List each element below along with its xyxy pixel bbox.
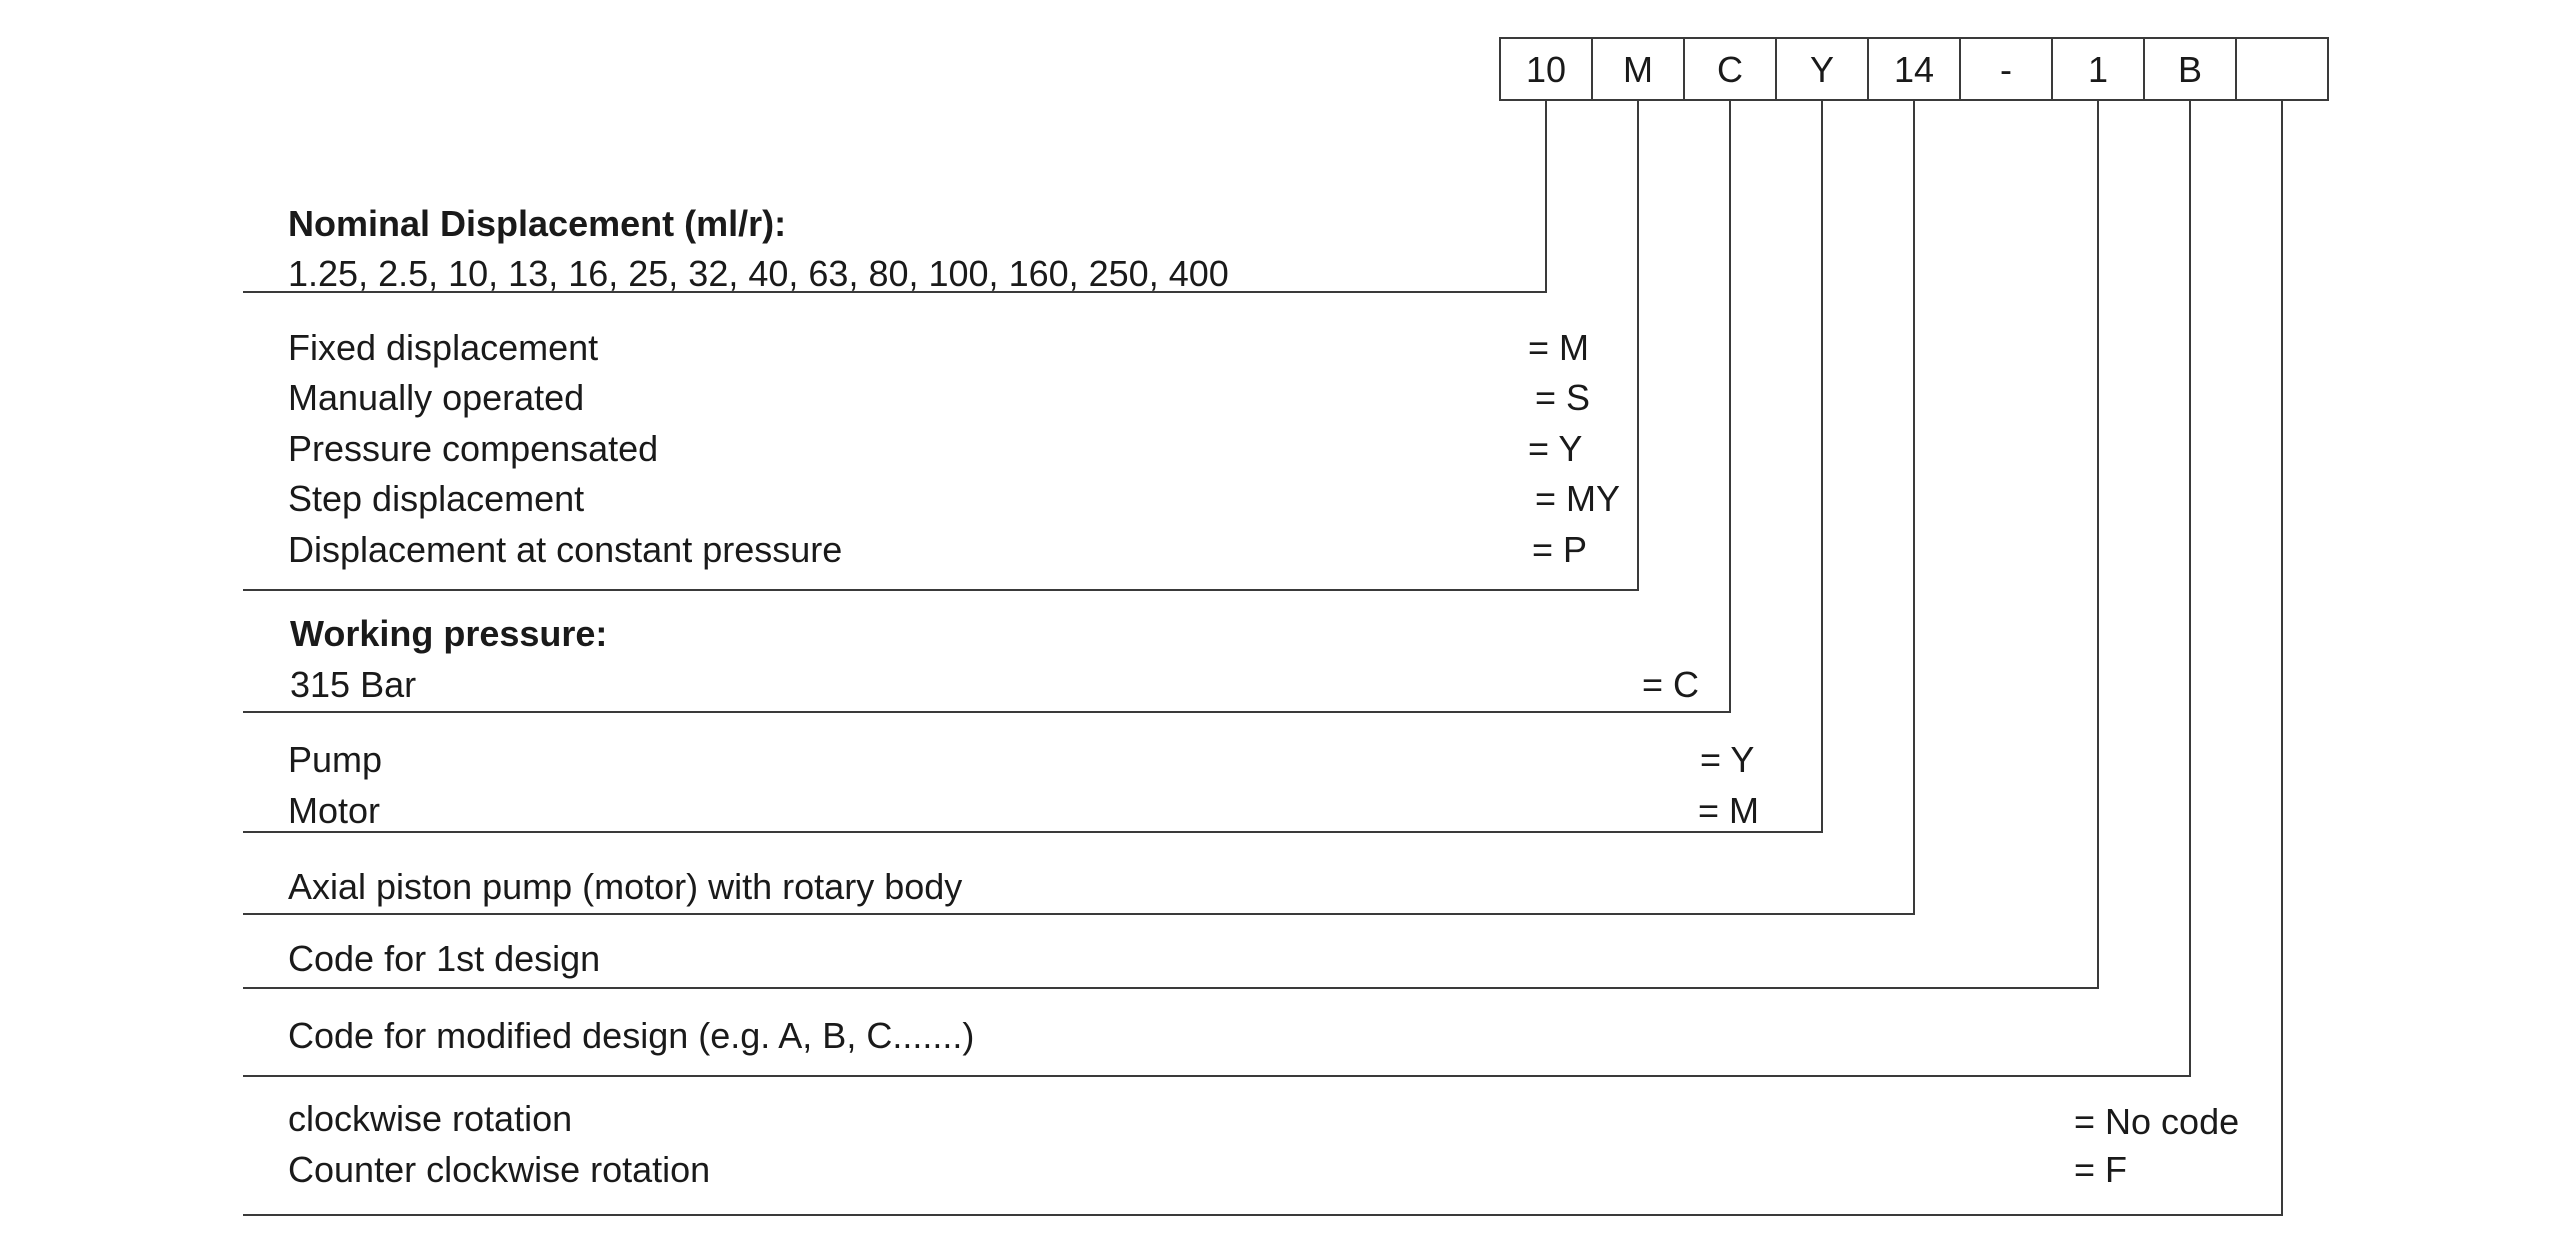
row-label: Manually operated xyxy=(288,377,584,418)
row-label: Pressure compensated xyxy=(288,428,658,469)
row-label: clockwise rotation xyxy=(288,1098,572,1139)
connector-8 xyxy=(243,100,2283,1216)
row-label: Displacement at constant pressure xyxy=(288,529,842,570)
connector-1 xyxy=(243,100,1639,591)
row-code: = Y xyxy=(1528,428,1582,469)
row-label: Code for 1st design xyxy=(288,938,600,979)
row-label: Code for modified design (e.g. A, B, C..… xyxy=(288,1015,974,1056)
row-label: Motor xyxy=(288,790,380,831)
displacement-values: 1.25, 2.5, 10, 13, 16, 25, 32, 40, 63, 8… xyxy=(288,253,1229,294)
connector-3 xyxy=(243,100,1823,833)
section-working-pressure: Working pressure: 315 Bar = C xyxy=(290,613,1699,705)
code-box-text-1: M xyxy=(1623,49,1653,90)
row-code: = MY xyxy=(1535,478,1620,519)
row-label: Step displacement xyxy=(288,478,584,519)
section-heading-working-pressure: Working pressure: xyxy=(290,613,607,654)
row-code: = M xyxy=(1698,790,1759,831)
code-box-text-3: Y xyxy=(1810,49,1834,90)
row-code: = Y xyxy=(1700,739,1754,780)
connector-4 xyxy=(243,100,1915,915)
row-label: 315 Bar xyxy=(290,664,416,705)
code-box-row: 10 M C Y 14 - 1 B xyxy=(1499,37,2329,101)
row-code: = No code xyxy=(2074,1101,2239,1142)
section-nominal-displacement: Nominal Displacement (ml/r): 1.25, 2.5, … xyxy=(288,203,1229,294)
code-box-text-4: 14 xyxy=(1894,49,1934,90)
section-pump-motor: Pump = Y Motor = M xyxy=(288,739,1759,831)
section-modified-design: Code for modified design (e.g. A, B, C..… xyxy=(288,1015,974,1056)
row-label: Pump xyxy=(288,739,382,780)
connector-2 xyxy=(243,100,1731,713)
section-rotation: clockwise rotation = No code Counter clo… xyxy=(288,1098,2239,1190)
row-label: Axial piston pump (motor) with rotary bo… xyxy=(288,866,962,907)
connector-lines xyxy=(243,100,2283,1216)
row-code: = P xyxy=(1532,529,1587,570)
section-axial-piston: Axial piston pump (motor) with rotary bo… xyxy=(288,866,962,907)
code-box-text-7: B xyxy=(2178,49,2202,90)
code-box-8 xyxy=(2235,37,2329,101)
code-box-text-2: C xyxy=(1717,49,1743,90)
row-label: Counter clockwise rotation xyxy=(288,1149,710,1190)
code-box-0 xyxy=(1499,37,1593,101)
section-control-type: Fixed displacement = M Manually operated… xyxy=(288,327,1620,570)
row-label: Fixed displacement xyxy=(288,327,598,368)
connector-0 xyxy=(243,100,1547,293)
row-code: = S xyxy=(1535,377,1590,418)
code-box-5 xyxy=(1959,37,2053,101)
code-box-text-0: 10 xyxy=(1526,49,1566,90)
row-code: = F xyxy=(2074,1149,2127,1190)
code-box-7 xyxy=(2143,37,2237,101)
row-code: = M xyxy=(1528,327,1589,368)
connector-6 xyxy=(243,100,2099,989)
row-code: = C xyxy=(1642,664,1699,705)
code-box-1 xyxy=(1591,37,1685,101)
code-box-text-5: - xyxy=(2000,49,2012,90)
code-box-text-6: 1 xyxy=(2088,49,2108,90)
connector-7 xyxy=(243,100,2191,1077)
section-first-design: Code for 1st design xyxy=(288,938,600,979)
section-heading-nominal-displacement: Nominal Displacement (ml/r): xyxy=(288,203,786,244)
